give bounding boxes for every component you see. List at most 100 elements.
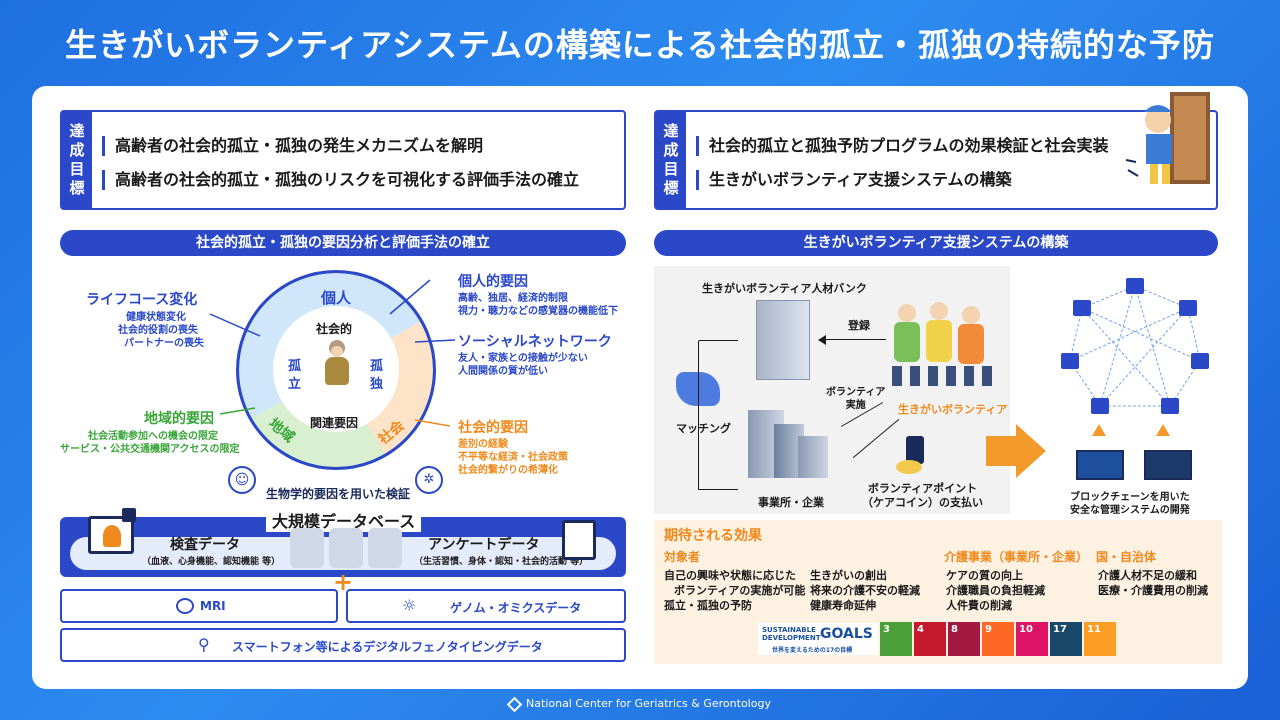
factor-personal-title: 個人的要因 xyxy=(458,274,528,290)
right-section-title: 生きがいボランティア支援システムの構築 xyxy=(654,230,1218,256)
volunteer-people-illustration xyxy=(890,296,1000,390)
factor-social-line: 差別の経験 xyxy=(458,439,508,450)
right-goal-1: 社会的孤立と孤独予防プログラムの効果検証と社会実装 xyxy=(696,136,1109,156)
clipboard-icon xyxy=(562,520,596,560)
sdg-tile: 3 xyxy=(880,622,912,656)
page-title: 生きがいボランティアシステムの構築による社会的孤立・孤独の持続的な予防 xyxy=(65,26,1215,64)
effects-title: 期待される効果 xyxy=(664,528,762,544)
orange-arrow xyxy=(986,436,1016,466)
genome-box xyxy=(346,589,626,623)
left-goal-tag: 達成目標 xyxy=(62,112,92,208)
sdg-tile: 11 xyxy=(1084,622,1116,656)
matching-arrows xyxy=(698,340,738,490)
factor-network-title: ソーシャルネットワーク xyxy=(458,334,612,350)
bio-verification-label: 生物学的要因を用いた検証 xyxy=(266,487,411,501)
target-item: 将来の介護不安の軽減 xyxy=(810,584,920,597)
genome-label: ゲノム・オミクスデータ xyxy=(450,601,582,615)
phone-coin-icon xyxy=(896,436,936,476)
monitor-icon xyxy=(1076,450,1124,480)
bank-label: 生きがいボランティア人材バンク xyxy=(702,282,867,295)
gov-title: 国・自治体 xyxy=(1096,550,1157,564)
points-label: ボランティアポイント （ケアコイン）の支払い xyxy=(862,482,983,509)
factor-personal-line: 高齢、独居、経済的制限 xyxy=(458,293,568,304)
left-goal-2: 高齢者の社会的孤立・孤独のリスクを可視化する評価手法の確立 xyxy=(102,170,579,190)
sdgs-line1: SUSTAINABLE xyxy=(762,626,816,634)
sdg-tile: 4 xyxy=(914,622,946,656)
right-goal-tag: 達成目標 xyxy=(656,112,686,208)
care-item: 人件費の削減 xyxy=(946,599,1012,612)
factor-connectors xyxy=(209,279,456,427)
sdgs-logo: SUSTAINABLE DEVELOPMENT GOALS 世界を変えるための1… xyxy=(758,623,878,655)
care-item: 介護職員の負担軽減 xyxy=(946,584,1045,597)
circle-label-related: 関連要因 xyxy=(310,416,359,430)
smartphone-box xyxy=(60,628,626,662)
factor-network-line: 友人・家族との接触が少ない xyxy=(458,353,588,364)
genome-icon: ☼ xyxy=(402,596,417,615)
exam-data-sub: （血液、心身機能、認知機能 等） xyxy=(142,557,281,567)
elderly-person-icon xyxy=(322,340,352,388)
factor-regional-title: 地域的要因 xyxy=(144,411,214,427)
factor-social-line: 社会的繋がりの希薄化 xyxy=(458,465,558,476)
target-title: 対象者 xyxy=(664,550,701,564)
left-goal-box: 達成目標 高齢者の社会的孤立・孤独の発生メカニズムを解明 高齢者の社会的孤立・孤… xyxy=(60,110,626,210)
gov-item: 介護人材不足の緩和 xyxy=(1098,569,1197,582)
blockchain-arrow-right xyxy=(1156,424,1170,436)
circle-outline xyxy=(236,270,436,470)
blockchain-arrow-left xyxy=(1092,424,1106,436)
orange-arrow-head xyxy=(1016,424,1046,478)
left-goal-1: 高齢者の社会的孤立・孤独の発生メカニズムを解明 xyxy=(102,136,483,156)
building-icon xyxy=(756,300,810,380)
factor-personal-line: 視力・聴力などの感覚器の機能低下 xyxy=(458,306,618,317)
factor-regional-line: 社会活動参加への機会の限定 xyxy=(88,431,218,442)
register-arrow-head xyxy=(818,335,826,345)
right-goal-2: 生きがいボランティア支援システムの構築 xyxy=(696,170,1012,190)
volunteers-label: 生きがいボランティア xyxy=(898,403,1008,416)
molecule-icon: ✲ xyxy=(415,466,443,494)
blockchain-network xyxy=(1061,278,1209,414)
network-node-icon: ⚲ xyxy=(198,635,210,654)
right-goal-box: 達成目標 社会的孤立と孤独予防プログラムの効果検証と社会実装 生きがいボランティ… xyxy=(654,110,1218,210)
factor-social-title: 社会的要因 xyxy=(458,420,528,436)
care-item: ケアの質の向上 xyxy=(946,569,1023,582)
sdg-tile: 17 xyxy=(1050,622,1082,656)
factor-lifecourse-line: パートナーの喪失 xyxy=(124,338,204,349)
door-person-illustration xyxy=(1125,92,1210,184)
office-label: 事業所・企業 xyxy=(758,496,824,509)
circle-label-loneliness: 孤独 xyxy=(370,359,384,392)
factor-network-line: 人間関係の質が低い xyxy=(458,366,548,377)
mri-icon xyxy=(176,598,194,614)
footer: National Center for Geriatrics & Geronto… xyxy=(0,696,1280,712)
circle-label-social: 社会的 xyxy=(316,322,353,336)
register-label: 登録 xyxy=(848,319,870,332)
target-item: 孤立・孤独の予防 xyxy=(664,599,752,612)
sdgs-goals: GOALS xyxy=(820,626,873,642)
sdgs-line2: DEVELOPMENT xyxy=(762,634,821,642)
factor-social-line: 不平等な経済・社会政策 xyxy=(458,452,568,463)
circle-label-individual: 個人 xyxy=(321,289,352,307)
footer-text: National Center for Geriatrics & Geronto… xyxy=(526,697,771,710)
lock-icon xyxy=(122,508,136,522)
plus-sign: + xyxy=(333,568,354,596)
exam-data-title: 検査データ xyxy=(170,537,240,553)
survey-data-sub: （生活習慣、身体・認知・社会的活動 等） xyxy=(414,557,589,567)
target-item: 健康寿命延伸 xyxy=(810,599,876,612)
mri-box xyxy=(60,589,338,623)
circle-label-isolation: 孤立 xyxy=(288,359,302,392)
monitor-icon xyxy=(1144,450,1192,480)
matching-label: マッチング xyxy=(676,422,731,435)
factor-lifecourse-line: 健康状態変化 xyxy=(126,312,186,323)
sdgs-sub: 世界を変えるための17の目標 xyxy=(772,647,853,654)
ncgg-logo-icon xyxy=(506,696,523,712)
sdg-tile: 10 xyxy=(1016,622,1048,656)
register-arrow xyxy=(822,339,886,340)
survey-data-title: アンケートデータ xyxy=(428,537,540,553)
sdg-tile: 8 xyxy=(948,622,980,656)
people-group-icon xyxy=(290,528,402,568)
brain-icon: ☺ xyxy=(228,466,256,494)
factor-regional-line: サービス・公共交通機関アクセスの限定 xyxy=(60,444,240,455)
left-section-title: 社会的孤立・孤独の要因分析と評価手法の確立 xyxy=(60,230,626,256)
sdg-tile: 9 xyxy=(982,622,1014,656)
target-item: 自己の興味や状態に応じた xyxy=(664,569,796,582)
target-item: ボランティアの実施が可能 xyxy=(674,584,806,597)
